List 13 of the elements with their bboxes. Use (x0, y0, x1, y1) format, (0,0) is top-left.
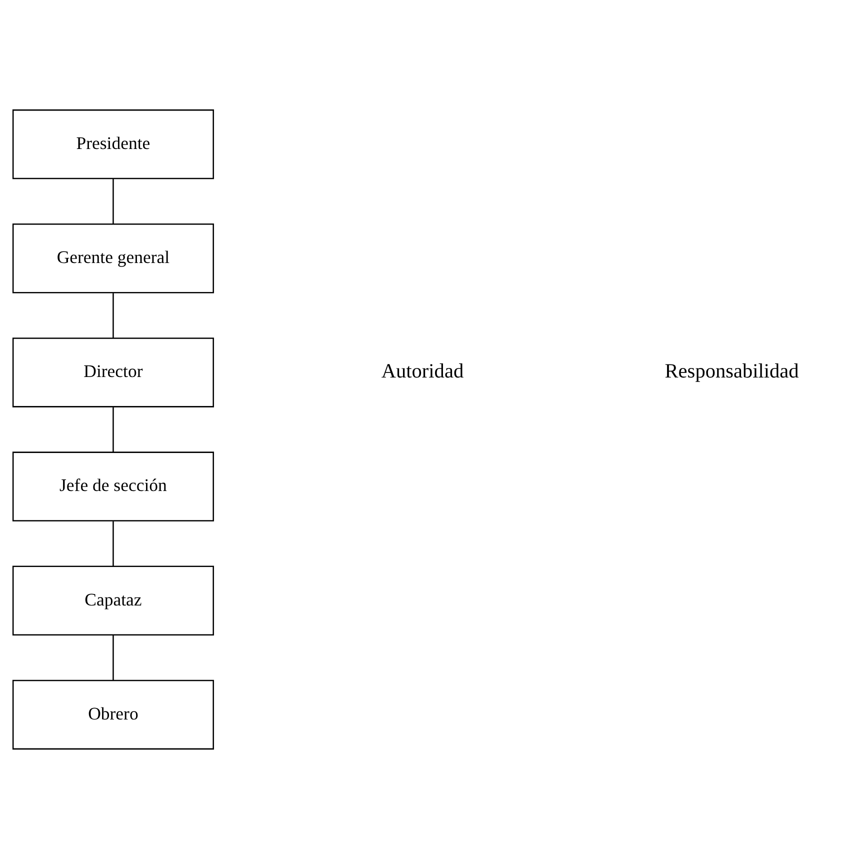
connector (112, 634, 114, 680)
node-box: Jefe de sección (12, 451, 214, 521)
connector (112, 520, 114, 566)
connector (112, 178, 114, 224)
label: Responsabilidad (664, 360, 799, 382)
connector (112, 406, 114, 452)
label: Autoridad (381, 360, 464, 382)
node-box: Obrero (12, 679, 214, 750)
node-box: Director (12, 337, 214, 407)
node-box: Presidente (12, 108, 214, 179)
node-box: Gerente general (12, 223, 214, 293)
connector (112, 292, 114, 338)
node-box: Capataz (12, 565, 214, 635)
